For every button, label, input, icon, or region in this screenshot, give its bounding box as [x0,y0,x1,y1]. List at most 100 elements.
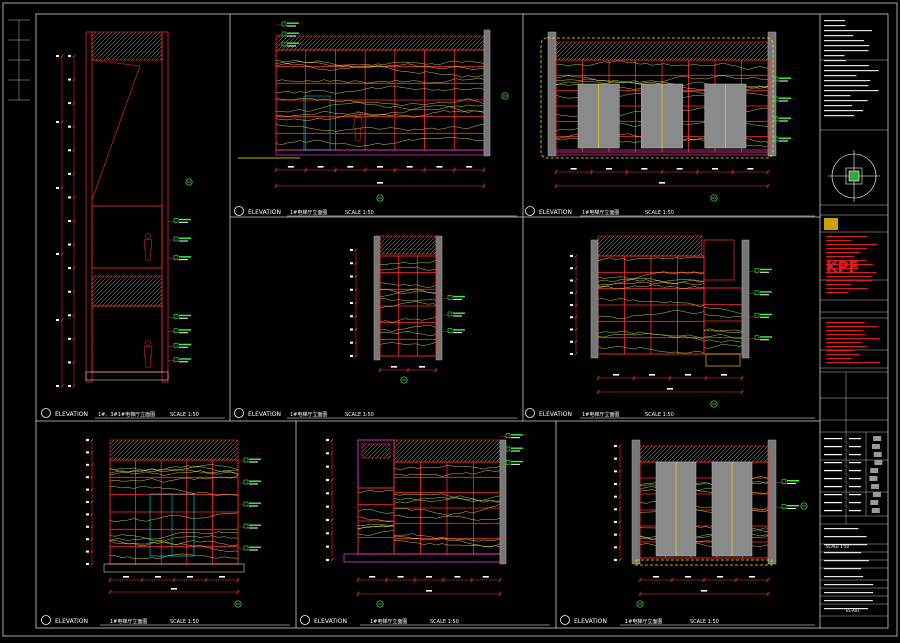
panel-8-scale: SCALE 1:50 [690,619,719,625]
vertical-dimension [570,254,578,356]
panel-title-1: ELEVATION 1#、3#1#电梯厅立面图 SCALE 1:50 [41,408,225,419]
human-figure [143,340,153,368]
north-arrow [828,150,880,202]
panel-title-3: ELEVATION 1#电梯厅立面图 SCALE 1:50 [525,206,815,217]
vertical-dimension [68,54,76,388]
title-block: KPF SCALE 1:50 EL-A01 [820,20,888,617]
ceiling-hatch [640,446,768,462]
stone-veining [357,489,395,536]
panel-title-7: ELEVATION 1#电梯厅立面图 SCALE 1:50 [300,615,550,626]
ceiling-hatch [394,440,500,462]
dimension-line [274,182,486,189]
panel-title-4: ELEVATION 1#电梯厅立面图 SCALE 1:50 [234,408,517,419]
stone-wall [379,255,437,357]
logo-mark [824,218,838,230]
panel-title-6: ELEVATION 1#电梯厅立面图 SCALE 1:50 [41,615,290,626]
panel-6-scale: SCALE 1:50 [170,619,199,625]
panel-title-8: ELEVATION 1#电梯厅立面图 SCALE 1:50 [560,615,815,626]
section-marker [185,178,193,186]
material-tags [768,76,791,142]
panel-7-title: 1#电梯厅立面图 [370,618,407,625]
view-4-elevation [350,235,465,384]
dimension-line [638,590,770,597]
panel-3-title: 1#电梯厅立面图 [582,209,619,216]
ceiling-hatch [362,444,390,458]
ceiling-hatch [556,42,768,60]
left-margin-strip [8,19,30,101]
elevation-label-1: ELEVATION [55,411,88,418]
dimension-line [108,588,240,595]
stone-veining [393,464,501,548]
dimension-line [596,388,744,395]
stone-veining [703,307,743,349]
dimension-line [356,590,502,597]
vertical-dimension [350,248,358,358]
section-marker [800,502,808,510]
vertical-dimension [86,438,94,566]
human-figure [353,111,363,141]
panel-title-5: ELEVATION 1#电梯厅立面图 SCALE 1:50 [525,408,815,419]
view-8-elevation [614,439,808,608]
panel-4-title: 1#电梯厅立面图 [290,411,327,418]
panel-title-2: ELEVATION 1#电梯厅立面图 SCALE 1:50 [234,206,517,217]
panel-title-bars: ELEVATION 1#、3#1#电梯厅立面图 SCALE 1:50 ELEVA… [41,206,815,626]
dimension-line [274,166,486,173]
view-3-elevation [540,31,791,202]
section-marker [376,194,384,202]
stone-veining [379,259,437,346]
stone-veining [109,464,239,560]
dimension-line [554,168,770,175]
vertical-dimension [614,444,622,562]
ceiling-hatch [92,276,162,306]
material-tags [500,433,523,465]
material-tags [442,295,465,334]
dimension-line [554,182,770,189]
material-tags [168,313,191,363]
ceiling-hatch [110,440,238,460]
elevation-label-8: ELEVATION [574,618,607,625]
section-marker [636,600,644,608]
brand-logo: KPF [826,258,859,276]
view-2-elevation [238,21,509,202]
vertical-dimension [326,438,334,562]
dimension-line [378,366,438,373]
dimension-line [356,576,502,583]
section-marker [710,194,718,202]
view-1-section [56,31,193,388]
ceiling-hatch [92,32,162,60]
view-6-elevation [86,438,261,608]
elevation-label-2: ELEVATION [248,209,281,216]
panel-8-title: 1#电梯厅立面图 [625,618,662,625]
panel-7-scale: SCALE 1:50 [430,619,459,625]
ceiling-hatch [380,236,436,254]
panel-3-scale: SCALE 1:50 [645,210,674,216]
material-tags [776,479,799,509]
stone-wall [109,459,239,565]
panel-1-title: 1#、3#1#电梯厅立面图 [98,411,155,418]
material-tags [168,218,191,261]
panel-6-title: 1#电梯厅立面图 [110,618,147,625]
panel-4-scale: SCALE 1:50 [345,412,374,418]
title-block-lines [820,20,888,617]
elevation-label-6: ELEVATION [55,618,88,625]
drawing-number: EL-A01 [846,608,860,613]
panel-2-title: 1#电梯厅立面图 [290,209,327,216]
panel-5-title: 1#电梯厅立面图 [582,411,619,418]
ceiling-hatch [276,36,484,50]
title-block-scale: SCALE 1:50 [826,544,850,549]
stone-veining [275,59,485,147]
vertical-dimension [56,54,64,388]
section-marker [400,376,408,384]
view-7-elevation [326,433,523,608]
material-tags [238,457,261,551]
dimension-line [638,576,770,583]
section-marker [710,400,718,408]
material-tags [276,21,299,47]
material-tags [749,267,772,341]
dimension-line [596,374,744,381]
panel-1-scale: SCALE 1:50 [170,412,199,418]
section-marker [501,92,509,100]
